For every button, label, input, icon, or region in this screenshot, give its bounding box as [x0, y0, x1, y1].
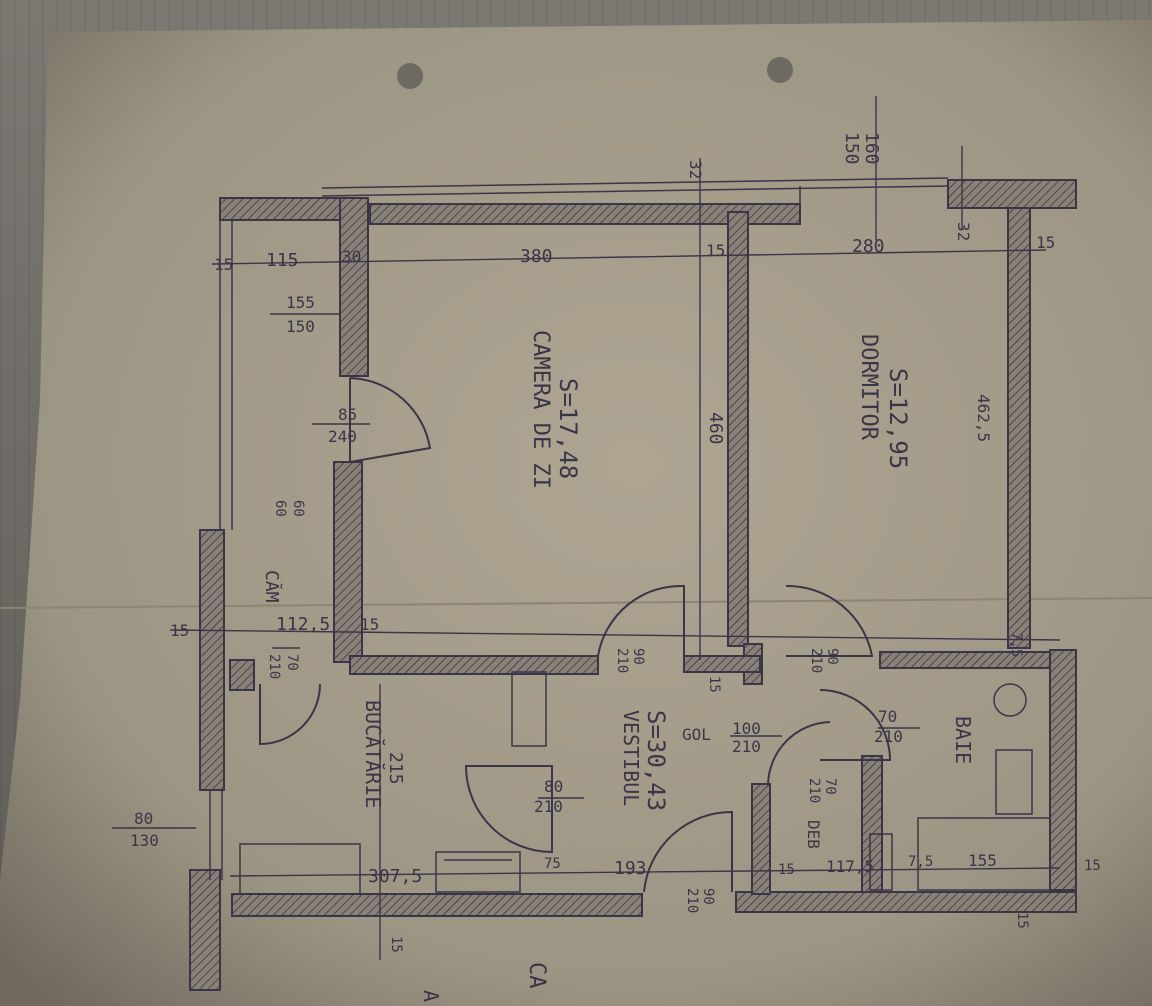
hall-area: S=30,43 — [642, 710, 670, 811]
kitchen-name: BUCĂTĂRIE — [361, 700, 385, 808]
door-210-pantry: 210 — [266, 654, 282, 679]
window-150: 150 — [286, 317, 315, 336]
dim-215: 215 — [385, 752, 406, 785]
door-70-pantry: 70 — [284, 654, 300, 671]
wall-bottom-left — [231, 893, 643, 917]
bedroom-area: S=12,95 — [884, 368, 912, 469]
dim-307-5: 307,5 — [368, 866, 422, 887]
dim-150: 150 — [841, 132, 862, 165]
gol-210: 210 — [732, 737, 761, 756]
bottom-label-ca: CA — [524, 962, 549, 989]
dim-15-bath-right: 15 — [1084, 858, 1101, 874]
wall-left — [199, 529, 225, 791]
dim-15-mid: 15 — [706, 241, 725, 260]
wall-top-middle — [369, 203, 801, 225]
dim-280: 280 — [852, 236, 885, 257]
window-60-b: 60 — [290, 500, 306, 517]
window-80: 80 — [134, 809, 153, 828]
pantry-name: CĂM — [261, 570, 283, 603]
bottom-label-a: A — [419, 990, 443, 1002]
dim-115: 115 — [266, 250, 299, 271]
punch-hole-right — [767, 57, 793, 83]
door-90-entry: 90 — [700, 888, 716, 905]
dim-7-5-bath: 7,5 — [1008, 632, 1024, 657]
door-90-hall: 90 — [630, 648, 646, 665]
bedroom-name: DORMITOR — [856, 334, 881, 441]
living-room-name: CAMERA DE ZI — [528, 330, 553, 489]
dim-117-5: 117,5 — [826, 857, 874, 876]
dim-460: 460 — [705, 412, 726, 445]
room-labels: S=17,48 CAMERA DE ZI S=12,95 DORMITOR CĂ… — [261, 330, 975, 849]
wall-living-left-lower — [333, 461, 363, 663]
dim-155-bath: 155 — [968, 851, 997, 870]
wall-right-lower — [1049, 649, 1077, 891]
door-90-bedroom: 90 — [824, 648, 840, 665]
wall-hall-top — [683, 655, 761, 673]
dim-193: 193 — [614, 858, 647, 879]
walls — [189, 179, 1077, 991]
punch-hole-left — [397, 63, 423, 89]
door-210-hall: 210 — [614, 648, 630, 673]
wall-bath-top — [879, 651, 1051, 669]
dim-32-right: 32 — [954, 222, 973, 241]
wall-bath-left — [861, 755, 883, 893]
dim-15-left: 15 — [214, 255, 233, 274]
bath-name: BAIE — [951, 716, 975, 764]
door-210-kitchen: 210 — [534, 797, 563, 816]
window-130: 130 — [130, 831, 159, 850]
dim-15-bottom-right: 15 — [1014, 912, 1030, 929]
dim-15-hall: 15 — [706, 676, 722, 693]
closet-name: DEB — [804, 820, 823, 849]
paper-fold-line — [0, 597, 1152, 609]
wall-top-right — [947, 179, 1077, 209]
living-room-area: S=17,48 — [554, 378, 582, 479]
dim-30: 30 — [342, 247, 361, 266]
thin-lines — [209, 177, 1051, 895]
wall-right-upper — [1007, 207, 1031, 649]
window-155: 155 — [286, 293, 315, 312]
dim-15-closet: 15 — [778, 862, 795, 878]
door-210-bedroom: 210 — [808, 648, 824, 673]
door-70-closet: 70 — [822, 778, 838, 795]
dim-15-right: 15 — [1036, 233, 1055, 252]
hall-name: VESTIBUL — [619, 710, 643, 806]
gol-100: 100 — [732, 719, 761, 738]
door-210-bath: 210 — [874, 727, 903, 746]
dimension-labels: 160 150 32 32 15 115 30 380 15 280 15 15… — [130, 132, 1101, 1002]
dim-15-bottom-left: 15 — [388, 936, 404, 953]
wall-living-bedroom — [727, 211, 749, 647]
wall-closet-left — [751, 783, 771, 895]
dim-112-5: 112,5 — [276, 614, 330, 635]
dim-462-5: 462,5 — [974, 394, 993, 442]
gol-label: GOL — [682, 725, 711, 744]
dim-7-5-wc: 7,5 — [908, 854, 933, 870]
dim-380: 380 — [520, 246, 553, 267]
wall-living-left — [339, 197, 369, 377]
door-210-closet: 210 — [806, 778, 822, 803]
wall-bottom-right — [735, 891, 1077, 913]
dim-7-5-hall: 75 — [544, 856, 561, 872]
door-85: 85 — [338, 405, 357, 424]
wall-kitchen-top — [349, 655, 599, 675]
door-240: 240 — [328, 427, 357, 446]
door-swings — [259, 377, 892, 893]
wall-pantry-bottom — [229, 659, 255, 691]
dim-15-pantry-right: 15 — [360, 615, 379, 634]
dim-160: 160 — [861, 132, 882, 165]
dimension-lines — [112, 96, 1061, 960]
door-80-kitchen: 80 — [544, 777, 563, 796]
door-210-entry: 210 — [684, 888, 700, 913]
door-70-bath: 70 — [878, 707, 897, 726]
window-60-a: 60 — [272, 500, 288, 517]
dim-32-top: 32 — [686, 160, 705, 179]
dim-15-pantry-left: 15 — [170, 621, 189, 640]
wall-left-bottom — [189, 869, 221, 991]
